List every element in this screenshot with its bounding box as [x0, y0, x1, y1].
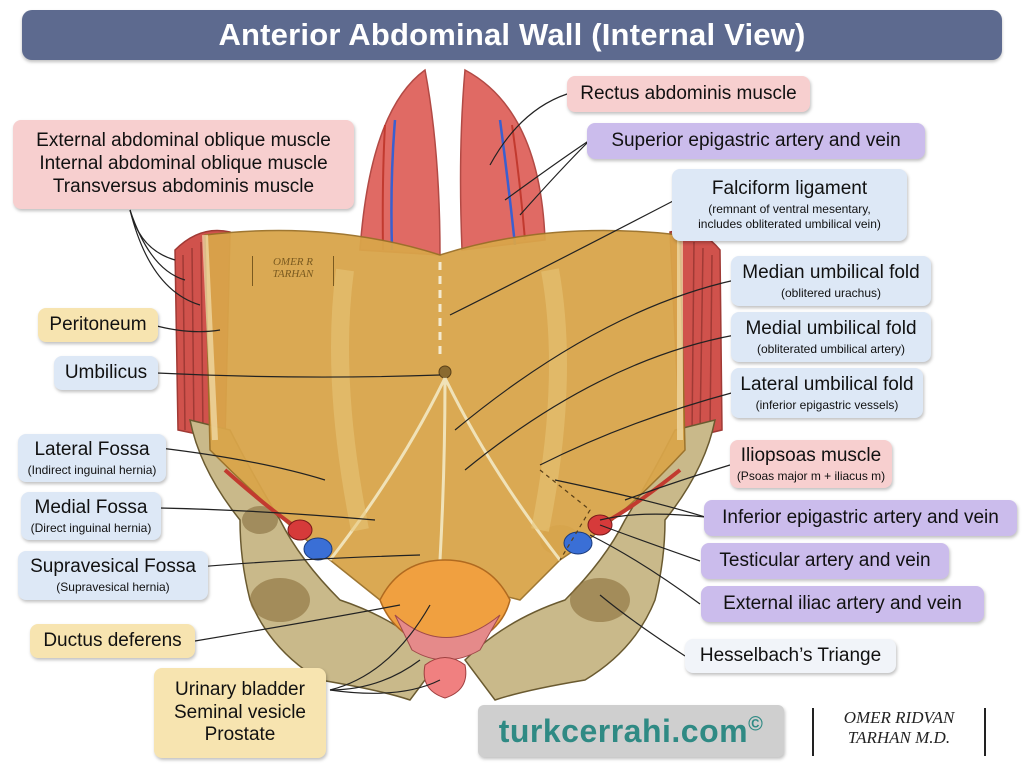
label-medial-fold-text: Medial umbilical fold — [745, 317, 917, 339]
label-urinary: Urinary bladder Seminal vesicle Prostate — [154, 668, 326, 758]
label-rectus-text: Rectus abdominis muscle — [580, 82, 797, 104]
label-supravesical-fossa: Supravesical Fossa (Supravesical hernia) — [18, 551, 208, 600]
label-external-iliac: External iliac artery and vein — [701, 586, 984, 622]
label-medial-fossa: Medial Fossa (Direct inguinal hernia) — [21, 492, 161, 540]
copyright-mark: © — [748, 712, 764, 735]
label-peritoneum: Peritoneum — [38, 308, 158, 342]
label-superior-epigastric-text: Superior epigastric artery and vein — [611, 129, 901, 151]
label-external-iliac-text: External iliac artery and vein — [723, 592, 962, 614]
label-iliopsoas: Iliopsoas muscle (Psoas major m + iliacu… — [730, 440, 892, 488]
label-oblique-line3: Transversus abdominis muscle — [52, 175, 315, 197]
label-lateral-fossa-text: Lateral Fossa — [34, 438, 150, 460]
label-oblique: External abdominal oblique muscle Intern… — [13, 120, 354, 209]
label-iliopsoas-sub: (Psoas major m + iliacus m) — [736, 468, 886, 483]
label-lateral-fold-sub: (inferior epigastric vessels) — [755, 397, 899, 412]
label-oblique-line1: External abdominal oblique muscle — [36, 130, 331, 152]
label-ductus-text: Ductus deferens — [43, 629, 182, 651]
label-supravesical-fossa-sub: (Supravesical hernia) — [56, 580, 170, 595]
label-falciform-sub1: (remnant of ventral mesentary, — [708, 202, 871, 216]
label-urinary-line1: Urinary bladder — [175, 678, 305, 700]
label-iliopsoas-text: Iliopsoas muscle — [740, 444, 882, 466]
title-bar: Anterior Abdominal Wall (Internal View) — [22, 10, 1002, 60]
rectus-abdominis-illustration — [359, 68, 546, 256]
brand-logo[interactable]: turkcerrahi.com© — [478, 705, 784, 757]
label-lateral-fold: Lateral umbilical fold (inferior epigast… — [731, 368, 923, 418]
label-urinary-line3: Prostate — [204, 724, 276, 746]
page-title: Anterior Abdominal Wall (Internal View) — [218, 17, 806, 52]
author-signature: OMER RIDVAN TARHAN M.D. — [812, 708, 986, 756]
label-lateral-fold-text: Lateral umbilical fold — [740, 373, 914, 395]
label-urinary-line2: Seminal vesicle — [174, 701, 306, 723]
label-ductus: Ductus deferens — [30, 624, 195, 658]
label-lateral-fossa: Lateral Fossa (Indirect inguinal hernia) — [18, 434, 166, 482]
label-inferior-epigastric: Inferior epigastric artery and vein — [704, 500, 1017, 536]
label-falciform-sub2: includes obliterated umbilical vein) — [698, 217, 881, 232]
label-testicular-text: Testicular artery and vein — [719, 549, 931, 571]
label-median-fold: Median umbilical fold (oblitered urachus… — [731, 256, 931, 306]
label-superior-epigastric: Superior epigastric artery and vein — [587, 123, 925, 159]
label-testicular: Testicular artery and vein — [701, 543, 949, 579]
label-rectus: Rectus abdominis muscle — [567, 76, 810, 112]
watermark-line1: OMER R — [272, 256, 313, 268]
label-peritoneum-text: Peritoneum — [49, 313, 147, 335]
label-medial-fold: Medial umbilical fold (obliterated umbil… — [731, 312, 931, 362]
signature-line1: OMER RIDVAN — [843, 708, 955, 727]
peritoneum-illustration — [202, 229, 686, 601]
label-lateral-fossa-sub: (Indirect inguinal hernia) — [27, 462, 157, 477]
label-hesselbach: Hesselbach’s Triange — [685, 639, 896, 673]
watermark-line2: TARHAN — [272, 268, 314, 281]
label-inferior-epigastric-text: Inferior epigastric artery and vein — [722, 506, 999, 528]
label-median-fold-text: Median umbilical fold — [742, 261, 920, 283]
label-supravesical-fossa-text: Supravesical Fossa — [30, 556, 196, 578]
label-falciform-text: Falciform ligament — [711, 178, 868, 200]
label-median-fold-sub: (oblitered urachus) — [780, 285, 882, 300]
label-umbilicus-text: Umbilicus — [64, 361, 148, 383]
label-medial-fossa-text: Medial Fossa — [34, 496, 148, 518]
signature-line2: TARHAN M.D. — [847, 728, 951, 748]
label-medial-fold-sub: (obliterated umbilical artery) — [756, 341, 906, 356]
label-umbilicus: Umbilicus — [54, 356, 158, 390]
label-hesselbach-text: Hesselbach’s Triange — [699, 644, 882, 666]
label-oblique-line2: Internal abdominal oblique muscle — [39, 153, 328, 175]
brand-text: turkcerrahi.com — [498, 712, 749, 749]
label-medial-fossa-sub: (Direct inguinal hernia) — [30, 520, 152, 535]
leader-lines — [129, 93, 736, 694]
watermark: OMER R TARHAN — [252, 256, 334, 286]
label-falciform: Falciform ligament (remnant of ventral m… — [672, 169, 907, 241]
bladder-illustration — [379, 559, 511, 699]
